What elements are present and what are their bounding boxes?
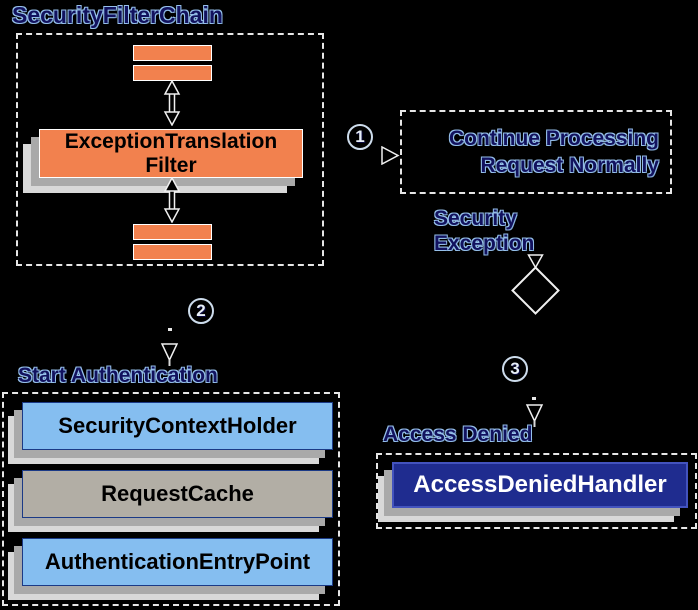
- step-2-badge: 2: [188, 298, 214, 324]
- start-authentication-box: [2, 392, 340, 606]
- security-context-holder-node: SecurityContextHolder: [22, 402, 333, 450]
- double-arrow-icon: [163, 80, 181, 126]
- access-denied-handler-node: AccessDeniedHandler: [392, 462, 688, 508]
- authentication-entry-point-node: AuthenticationEntryPoint: [22, 538, 333, 586]
- access-denied-box: [376, 453, 697, 529]
- arrow-down-icon: [160, 343, 179, 366]
- filter-bar-bottom-1: [133, 224, 212, 240]
- arrow-down-icon: [527, 254, 544, 269]
- filter-label-line2: Filter: [145, 153, 197, 177]
- security-exception-line2: Exception: [434, 232, 535, 255]
- request-cache-node: RequestCache: [22, 470, 333, 518]
- continue-line1: Continue Processing: [448, 127, 659, 150]
- security-exception-label: Security Exception: [434, 206, 534, 256]
- continue-line2: Request Normally: [480, 154, 659, 177]
- step-3-badge: 3: [502, 356, 528, 382]
- arrow-right-icon: [381, 146, 400, 165]
- filter-bar-top-1: [133, 45, 212, 61]
- security-filter-chain-title: SecurityFilterChain: [12, 2, 223, 28]
- start-authentication-label: Start Authentication: [18, 364, 218, 387]
- filter-bar-bottom-2: [133, 244, 212, 260]
- access-denied-label: Access Denied: [383, 423, 533, 446]
- exception-translation-filter-node: ExceptionTranslation Filter: [39, 129, 303, 178]
- dashed-connector: [532, 397, 536, 400]
- arrow-down-icon: [525, 404, 544, 427]
- security-exception-line1: Security: [434, 207, 517, 230]
- security-filter-chain-box: [16, 33, 324, 266]
- decision-diamond-shape: [511, 266, 560, 315]
- filter-bar-top-2: [133, 65, 212, 81]
- double-arrow-icon: [163, 177, 181, 223]
- step-1-badge: 1: [347, 124, 373, 150]
- dashed-connector: [168, 328, 172, 331]
- continue-processing-box: Continue Processing Request Normally: [400, 110, 672, 194]
- filter-label-line1: ExceptionTranslation: [64, 129, 278, 153]
